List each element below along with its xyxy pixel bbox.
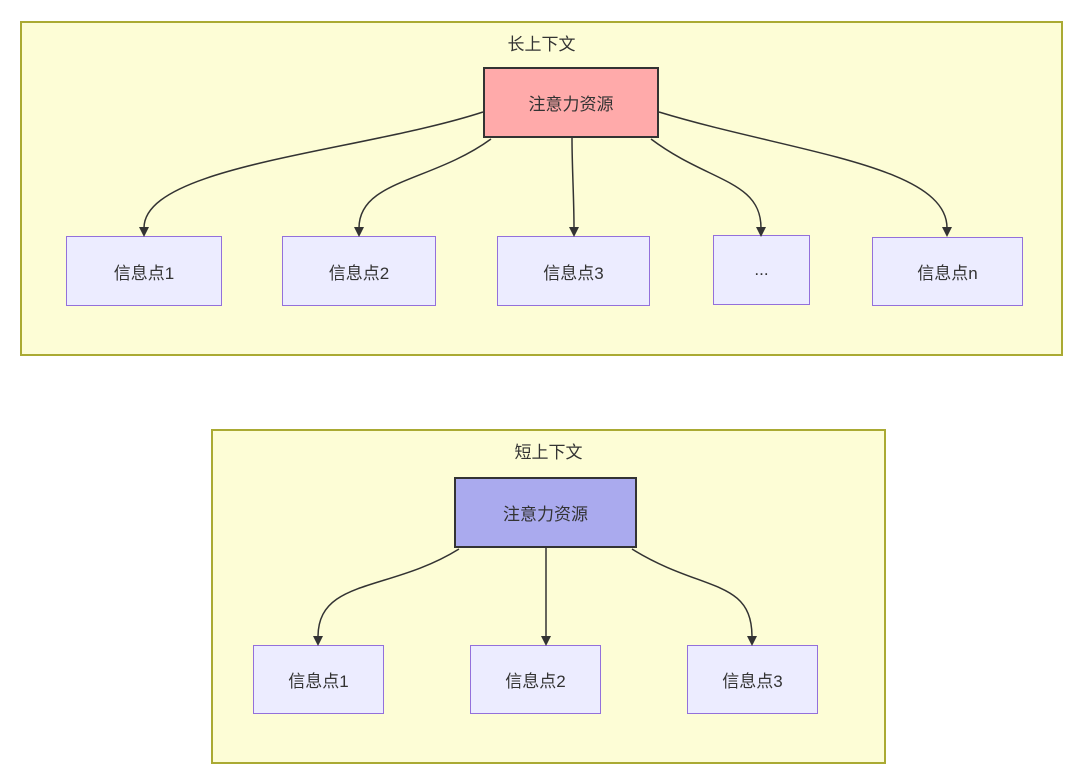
info-node-long-n: 信息点n (872, 237, 1023, 306)
info-node-long-2: 信息点2 (282, 236, 436, 306)
info-node-short-2-label: 信息点2 (505, 672, 566, 691)
info-node-short-3-label: 信息点3 (722, 672, 783, 691)
info-node-short-3: 信息点3 (687, 645, 818, 714)
attention-node-long-label: 注意力资源 (528, 95, 614, 114)
attention-node-short-label: 注意力资源 (503, 505, 588, 524)
info-node-long-ellipsis-label: ... (754, 260, 769, 279)
short-context-title: 短上下文 (514, 443, 583, 462)
long-context-title: 长上下文 (507, 35, 576, 54)
info-node-short-1-label: 信息点1 (288, 672, 349, 691)
info-node-long-1: 信息点1 (66, 236, 222, 306)
info-node-long-1-label: 信息点1 (113, 263, 175, 283)
info-node-short-2: 信息点2 (470, 645, 601, 714)
info-node-long-3-label: 信息点3 (543, 263, 604, 283)
info-node-short-1: 信息点1 (253, 645, 384, 714)
info-node-long-3: 信息点3 (497, 236, 650, 306)
attention-node-short: 注意力资源 (454, 477, 637, 548)
info-node-long-ellipsis: ... (713, 235, 810, 305)
info-node-long-n-label: 信息点n (917, 264, 978, 283)
attention-node-long: 注意力资源 (483, 67, 659, 138)
info-node-long-2-label: 信息点2 (328, 263, 390, 283)
